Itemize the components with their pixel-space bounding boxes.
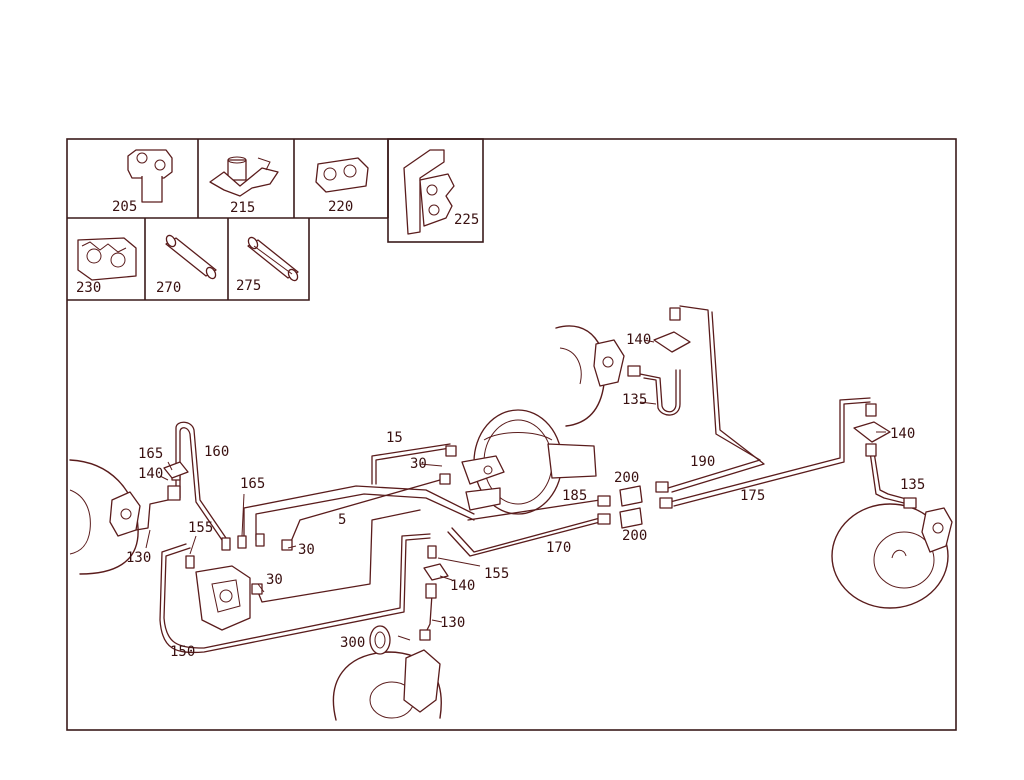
inset-label-275: 275 bbox=[236, 278, 261, 294]
callout-30: 30 bbox=[298, 542, 315, 558]
callout-150: 150 bbox=[170, 644, 195, 660]
callout-165: 165 bbox=[240, 476, 265, 492]
pipe-fittings bbox=[163, 307, 917, 641]
parts-inset-grid bbox=[67, 138, 484, 301]
brake-pipes bbox=[135, 305, 911, 654]
inset-label-220: 220 bbox=[328, 199, 353, 215]
inset-label-215: 215 bbox=[230, 200, 255, 216]
clip-215-icon bbox=[209, 156, 279, 197]
inset-label-205: 205 bbox=[112, 199, 137, 215]
brake-booster bbox=[461, 409, 597, 515]
callout-165: 165 bbox=[138, 446, 163, 462]
callout-185: 185 bbox=[562, 488, 587, 504]
callout-155: 155 bbox=[484, 566, 509, 582]
callout-140: 140 bbox=[138, 466, 163, 482]
callout-155: 155 bbox=[188, 520, 213, 536]
inset-label-225: 225 bbox=[454, 212, 479, 228]
callout-200: 200 bbox=[614, 470, 639, 486]
clip-230-icon bbox=[77, 237, 137, 281]
callout-leaders bbox=[145, 339, 886, 641]
clip-205-icon bbox=[127, 149, 173, 203]
callout-170: 170 bbox=[546, 540, 571, 556]
callout-175: 175 bbox=[740, 488, 765, 504]
callout-30: 30 bbox=[410, 456, 427, 472]
callout-140: 140 bbox=[450, 578, 475, 594]
grommet-300 bbox=[369, 625, 391, 655]
clip-225-icon bbox=[403, 149, 455, 235]
callout-160: 160 bbox=[204, 444, 229, 460]
left-front-brake-disc bbox=[69, 459, 141, 575]
callout-130: 130 bbox=[440, 615, 465, 631]
rear-right-brake-disc bbox=[831, 503, 953, 609]
sleeve-270-icon bbox=[165, 234, 217, 280]
callout-140: 140 bbox=[890, 426, 915, 442]
pressure-regulator-block bbox=[195, 565, 251, 631]
callout-190: 190 bbox=[690, 454, 715, 470]
rear-left-brake-disc bbox=[332, 649, 442, 721]
inset-label-270: 270 bbox=[156, 280, 181, 296]
callout-135: 135 bbox=[622, 392, 647, 408]
diagram-frame bbox=[66, 138, 957, 731]
sleeve-275-icon bbox=[247, 236, 299, 282]
right-front-brake-disc bbox=[555, 325, 625, 427]
callout-130: 130 bbox=[126, 550, 151, 566]
callout-30: 30 bbox=[266, 572, 283, 588]
clip-220-icon bbox=[315, 157, 369, 193]
callout-140: 140 bbox=[626, 332, 651, 348]
callout-200: 200 bbox=[622, 528, 647, 544]
callout-135: 135 bbox=[900, 477, 925, 493]
callout-15: 15 bbox=[386, 430, 403, 446]
callout-5: 5 bbox=[338, 512, 346, 528]
callout-300: 300 bbox=[340, 635, 365, 651]
inset-label-230: 230 bbox=[76, 280, 101, 296]
